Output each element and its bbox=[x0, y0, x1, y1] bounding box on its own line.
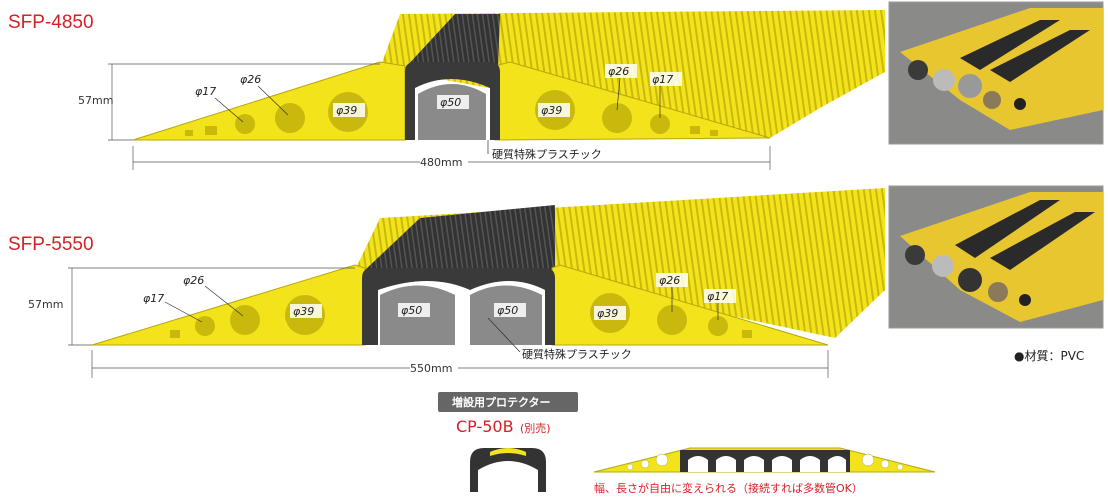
dia-label: φ17 bbox=[652, 73, 673, 86]
dia-label: φ26 bbox=[659, 274, 680, 287]
hole bbox=[657, 305, 687, 335]
cable-channel bbox=[405, 62, 500, 140]
hole bbox=[275, 103, 305, 133]
material-note: 硬質特殊プラスチック bbox=[492, 147, 602, 161]
dia-label: φ17 bbox=[195, 85, 216, 98]
cable-channel bbox=[362, 268, 555, 345]
dia-label: φ39 bbox=[336, 104, 357, 117]
dia-label: φ26 bbox=[608, 65, 629, 78]
sfp-5550-diagram: SFP-5550 φ17 φ26 φ39 φ50 φ50 φ39 φ26 bbox=[8, 185, 1104, 378]
dia-label: φ50 bbox=[497, 304, 518, 317]
dia-label: φ50 bbox=[440, 96, 461, 109]
dia-label: φ39 bbox=[293, 305, 314, 318]
cp-50b-profile bbox=[470, 448, 546, 492]
channel-cavity bbox=[418, 84, 486, 140]
slot bbox=[690, 126, 700, 134]
left-ramp bbox=[91, 264, 366, 346]
accessory-section: 増設用プロテクター CP-50B (別売) bbox=[438, 392, 936, 495]
dia-label: φ26 bbox=[183, 274, 204, 287]
width-dim: 480mm bbox=[420, 156, 462, 169]
dia-labels: φ17 φ26 φ39 φ50 φ39 φ26 φ17 bbox=[195, 64, 682, 117]
hole bbox=[650, 114, 670, 134]
accessory-caption: 幅、長さが自由に変えられる（接続すれば多数管OK） bbox=[594, 481, 863, 495]
product-photo bbox=[888, 1, 1104, 145]
dia-labels: φ17 φ26 φ39 φ50 φ50 φ39 φ26 φ17 bbox=[143, 273, 736, 320]
channel-top-dark bbox=[365, 205, 555, 270]
slot bbox=[742, 330, 752, 338]
model-title: SFP-4850 bbox=[8, 12, 94, 33]
slot bbox=[170, 330, 180, 338]
dia-label: φ17 bbox=[143, 292, 164, 305]
channel-top-dark bbox=[405, 14, 500, 68]
chained-protector bbox=[593, 447, 936, 473]
slot bbox=[185, 130, 193, 136]
sfp-4850-diagram: SFP-4850 φ17 φ26 φ39 φ50 bbox=[8, 1, 1104, 170]
dia-label: φ17 bbox=[707, 290, 728, 303]
accessory-tag bbox=[438, 392, 578, 412]
hole bbox=[602, 103, 632, 133]
hole bbox=[708, 316, 728, 336]
hole bbox=[195, 316, 215, 336]
slot bbox=[205, 126, 217, 135]
hole bbox=[235, 114, 255, 134]
dimension-lines bbox=[108, 63, 771, 170]
width-dim: 550mm bbox=[410, 362, 452, 375]
leader-lines bbox=[164, 285, 719, 353]
dia-label: φ26 bbox=[240, 73, 261, 86]
model-title: SFP-5550 bbox=[8, 234, 94, 255]
dimension-lines bbox=[68, 267, 829, 378]
height-dim: 57mm bbox=[28, 298, 63, 311]
accessory-tag-label: 増設用プロテクター bbox=[452, 395, 551, 409]
dia-label: φ39 bbox=[541, 104, 562, 117]
dia-label: φ50 bbox=[401, 304, 422, 317]
slot bbox=[710, 130, 718, 136]
material-label: ●材質：PVC bbox=[1014, 348, 1084, 363]
leader-lines bbox=[214, 77, 661, 154]
product-photo bbox=[888, 185, 1104, 329]
accessory-model: CP-50B bbox=[456, 417, 514, 436]
material-note: 硬質特殊プラスチック bbox=[522, 347, 632, 361]
dia-label: φ39 bbox=[597, 307, 618, 320]
height-dim: 57mm bbox=[78, 94, 113, 107]
accessory-model-suffix: (別売) bbox=[520, 422, 551, 435]
hole bbox=[230, 305, 260, 335]
